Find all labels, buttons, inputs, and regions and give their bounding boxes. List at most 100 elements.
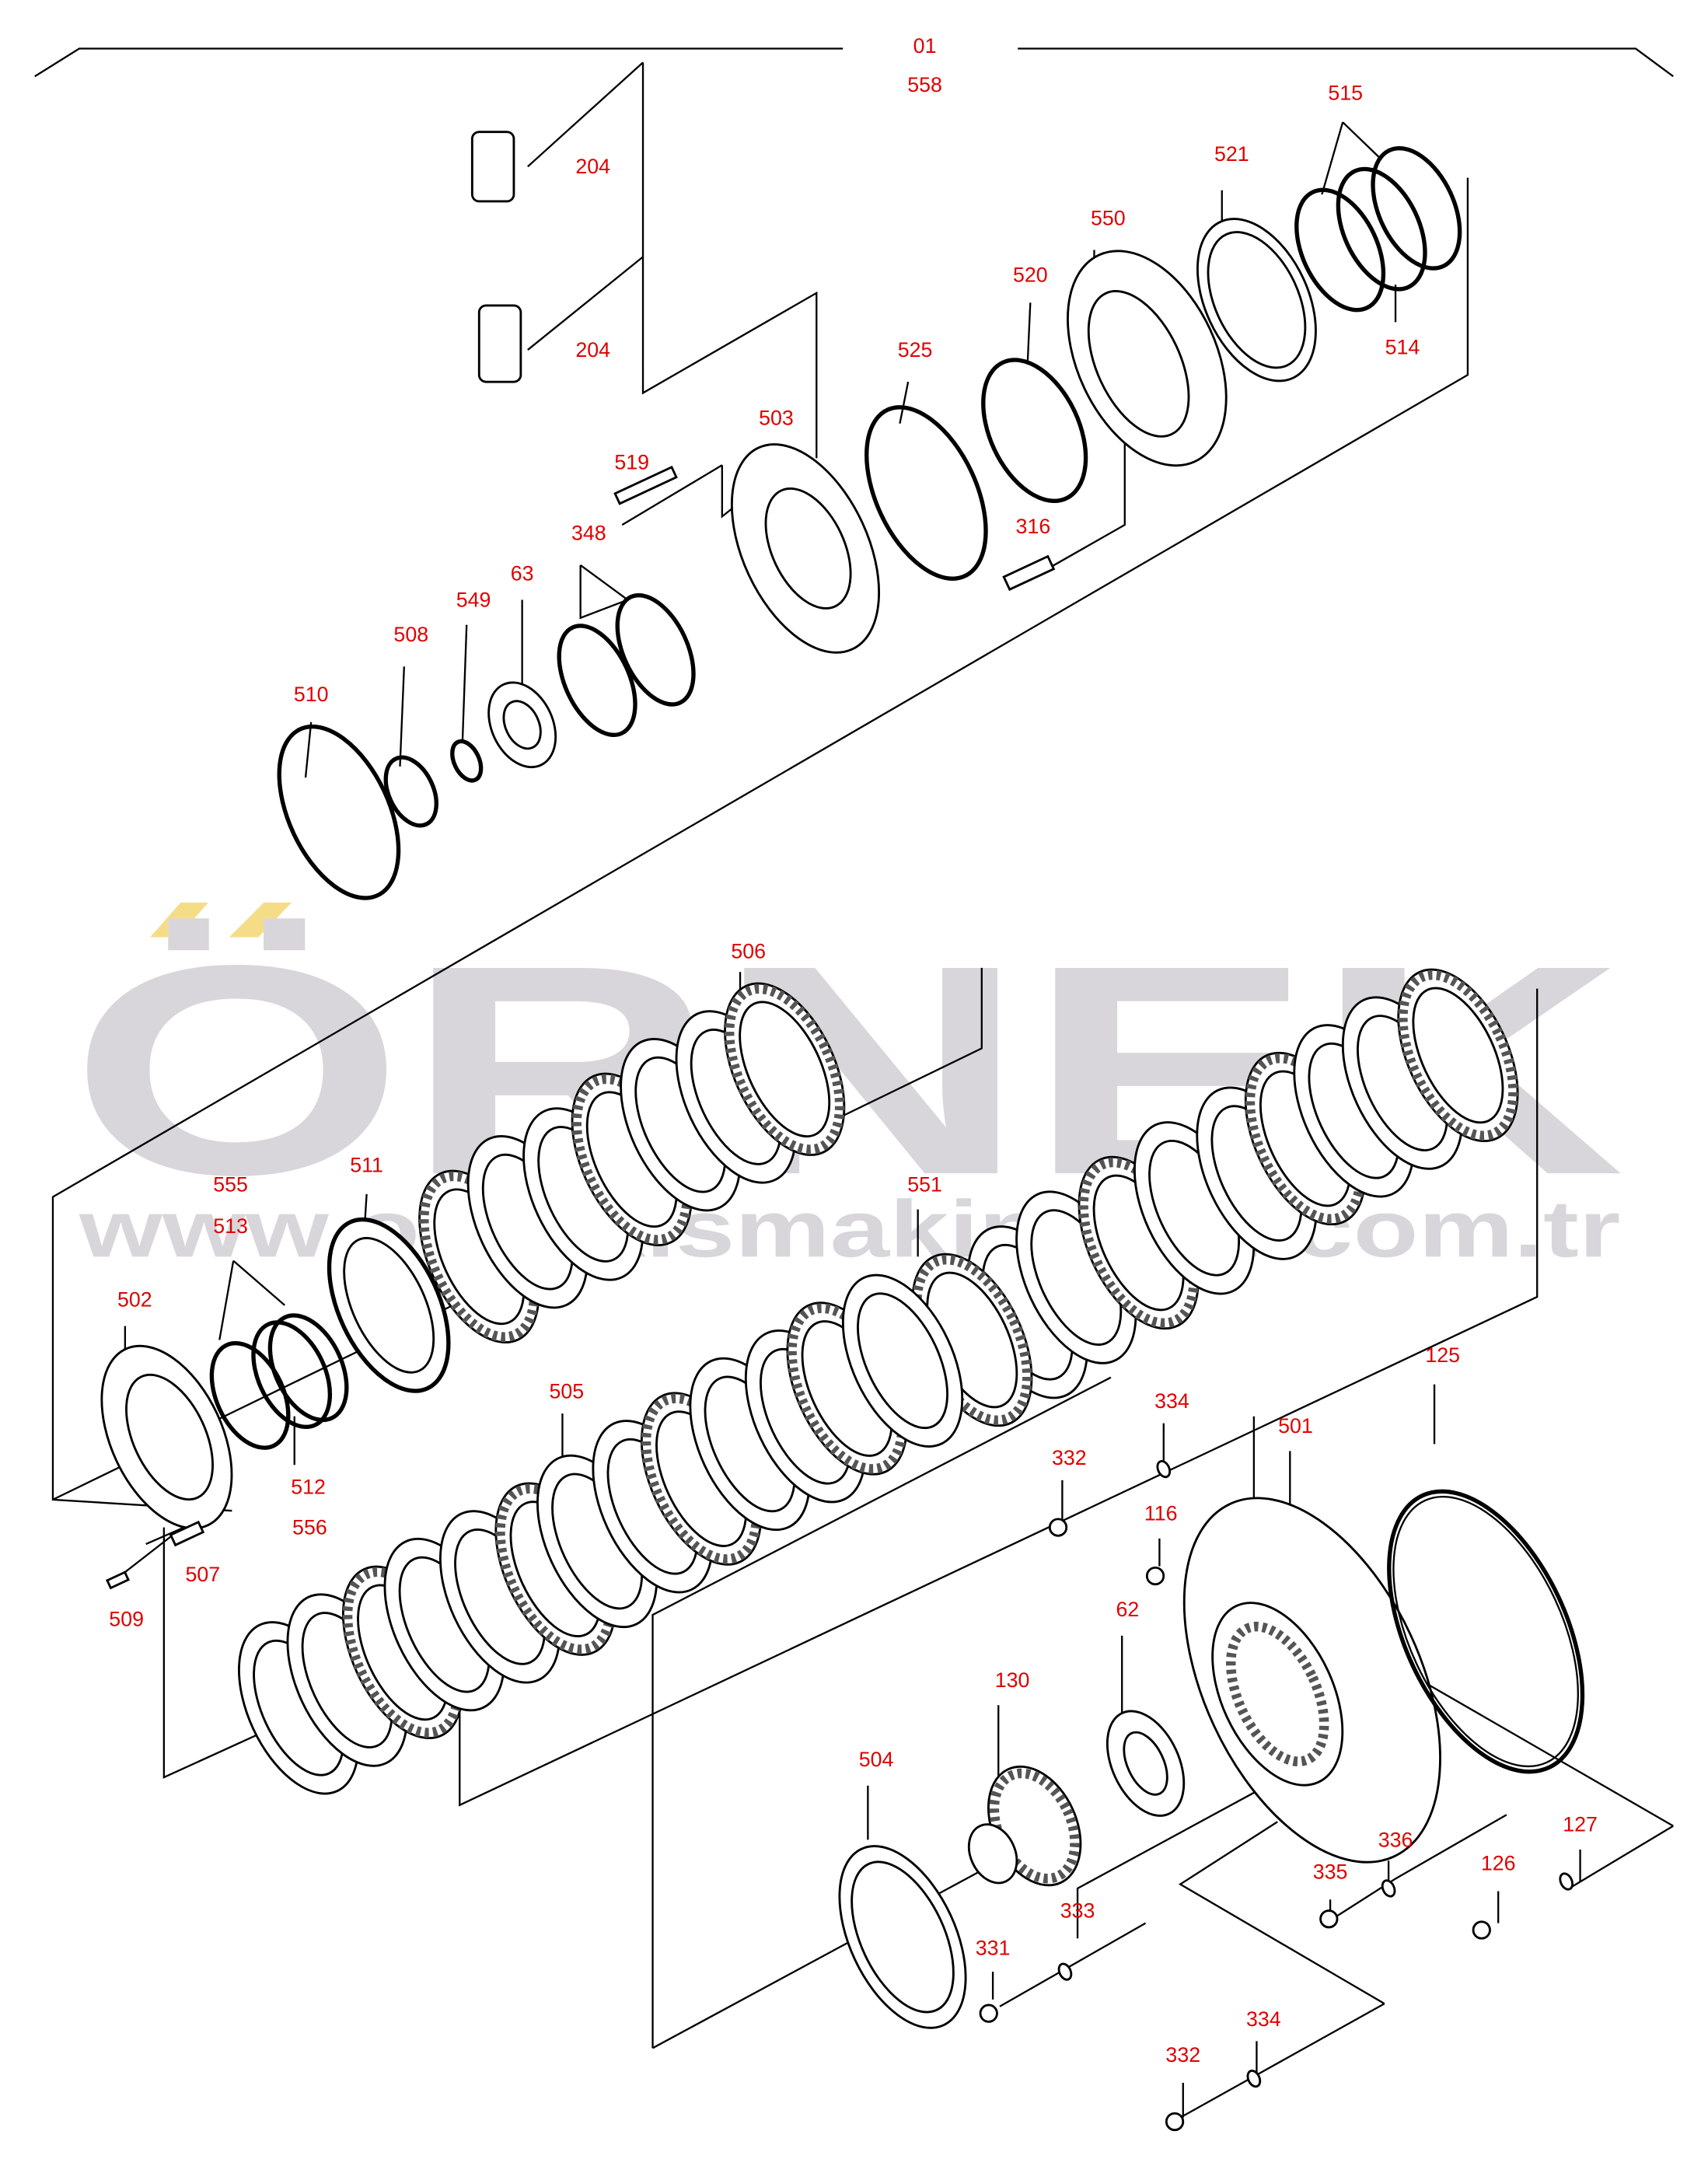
part-label: 519 <box>614 451 649 474</box>
leader-line <box>34 47 844 78</box>
part-label: 555 <box>213 1172 248 1196</box>
part-label: 525 <box>898 338 933 362</box>
shim-521-bore <box>1207 231 1307 369</box>
fitting-204 <box>477 304 522 383</box>
part-label: 510 <box>294 683 329 706</box>
leader-line <box>579 564 628 620</box>
leader-line <box>1179 2003 1385 2119</box>
leader-line <box>1321 121 1344 195</box>
part-label: 511 <box>350 1153 383 1176</box>
plate-bore <box>857 1292 948 1430</box>
bolt <box>1048 1518 1068 1537</box>
washer <box>1057 1962 1073 1981</box>
leader-line <box>651 1376 1112 2049</box>
leader-line <box>641 62 818 459</box>
part-label: 508 <box>393 623 428 646</box>
leader-line <box>1018 47 1674 78</box>
part-labels: 01 558 204204515521550514520525503519348… <box>109 34 1598 2066</box>
leader-line <box>218 1260 235 1340</box>
o-ring-525 <box>864 405 988 581</box>
seal-513 <box>267 1313 349 1423</box>
leader-line <box>304 721 313 778</box>
part-label: 512 <box>291 1476 326 1499</box>
part-label: 520 <box>1013 264 1048 287</box>
carrier-501-hub <box>1211 1602 1344 1787</box>
ring-514 <box>1336 166 1427 292</box>
leader-line <box>1076 1790 1257 1939</box>
washer <box>1381 1879 1396 1898</box>
gear-teeth <box>1398 969 1518 1141</box>
part-label: 502 <box>117 1288 152 1312</box>
leader-line <box>899 381 910 424</box>
plate-bore <box>739 1001 831 1138</box>
part-label: 348 <box>571 522 606 545</box>
leader-line <box>527 61 644 168</box>
part-label: 501 <box>1278 1414 1313 1438</box>
washer <box>1559 1872 1574 1891</box>
watermark-url: www.ornekismakinalari.com.tr <box>79 1183 1621 1273</box>
part-label: 549 <box>456 588 491 611</box>
bearing-63-inner <box>502 700 542 750</box>
part-label: 62 <box>1116 1598 1139 1621</box>
housing-503-bore <box>764 487 852 610</box>
bolt <box>1472 1920 1491 1940</box>
part-label: 332 <box>1165 2043 1200 2066</box>
snap-ring-508 <box>383 755 438 828</box>
bolt <box>979 2004 998 2023</box>
part-label: 505 <box>549 1379 584 1403</box>
thrust-washer-504-bore <box>851 1860 955 2014</box>
o-ring-510 <box>277 724 401 900</box>
gear-teeth <box>724 983 845 1155</box>
leader-line <box>1178 1821 1385 2005</box>
leader-line <box>232 1259 286 1306</box>
bolt <box>1145 1566 1165 1586</box>
part-label: 204 <box>575 338 610 362</box>
part-label: 316 <box>1016 515 1051 538</box>
part-label: 514 <box>1385 335 1420 358</box>
bolt <box>1319 1909 1339 1929</box>
part-label: 204 <box>575 155 610 178</box>
part-label: 334 <box>1154 1389 1189 1413</box>
o-ring-125 <box>1387 1489 1585 1774</box>
part-label: 556 <box>292 1516 327 1539</box>
bearing-62-inner <box>1123 1731 1168 1796</box>
watermark-accent <box>229 902 292 938</box>
leader-line <box>1329 1814 1507 1921</box>
part-label: 504 <box>859 1748 894 1771</box>
leader-line <box>461 624 468 743</box>
leader-line <box>527 256 644 351</box>
part-label: 331 <box>976 1937 1011 1960</box>
leader-line <box>1568 1825 1674 1889</box>
leader-line <box>579 564 629 601</box>
leader-line <box>1342 121 1382 161</box>
part-label: 126 <box>1481 1852 1516 1875</box>
snap-ring-520 <box>981 358 1088 504</box>
part-label: 63 <box>511 562 534 585</box>
leader-line <box>621 464 723 526</box>
part-label: 551 <box>907 1172 942 1196</box>
plate-bore <box>343 1236 435 1374</box>
part-label: 513 <box>213 1214 248 1238</box>
part-label: 125 <box>1425 1343 1460 1367</box>
spring-507 <box>169 1520 205 1547</box>
gear-130-hub <box>967 1823 1018 1885</box>
part-label: 116 <box>1144 1502 1178 1525</box>
part-label: 509 <box>109 1607 144 1630</box>
ring-514 <box>1294 187 1386 313</box>
cover-550-bore <box>1087 290 1190 438</box>
leader-line <box>399 666 406 767</box>
seal-ring <box>615 592 696 707</box>
bolt <box>1165 2112 1185 2132</box>
part-label: 127 <box>1563 1813 1598 1836</box>
part-label: 333 <box>1060 1899 1095 1922</box>
part-label: 130 <box>995 1668 1030 1692</box>
fitting-204 <box>470 131 515 203</box>
part-label: 550 <box>1091 206 1126 229</box>
part-label: 334 <box>1246 2007 1281 2031</box>
parts <box>100 131 1585 2132</box>
washer <box>1246 2070 1262 2088</box>
piston-502-bore <box>125 1373 214 1501</box>
part-label: 506 <box>731 939 766 962</box>
part-label: 332 <box>1052 1446 1087 1469</box>
